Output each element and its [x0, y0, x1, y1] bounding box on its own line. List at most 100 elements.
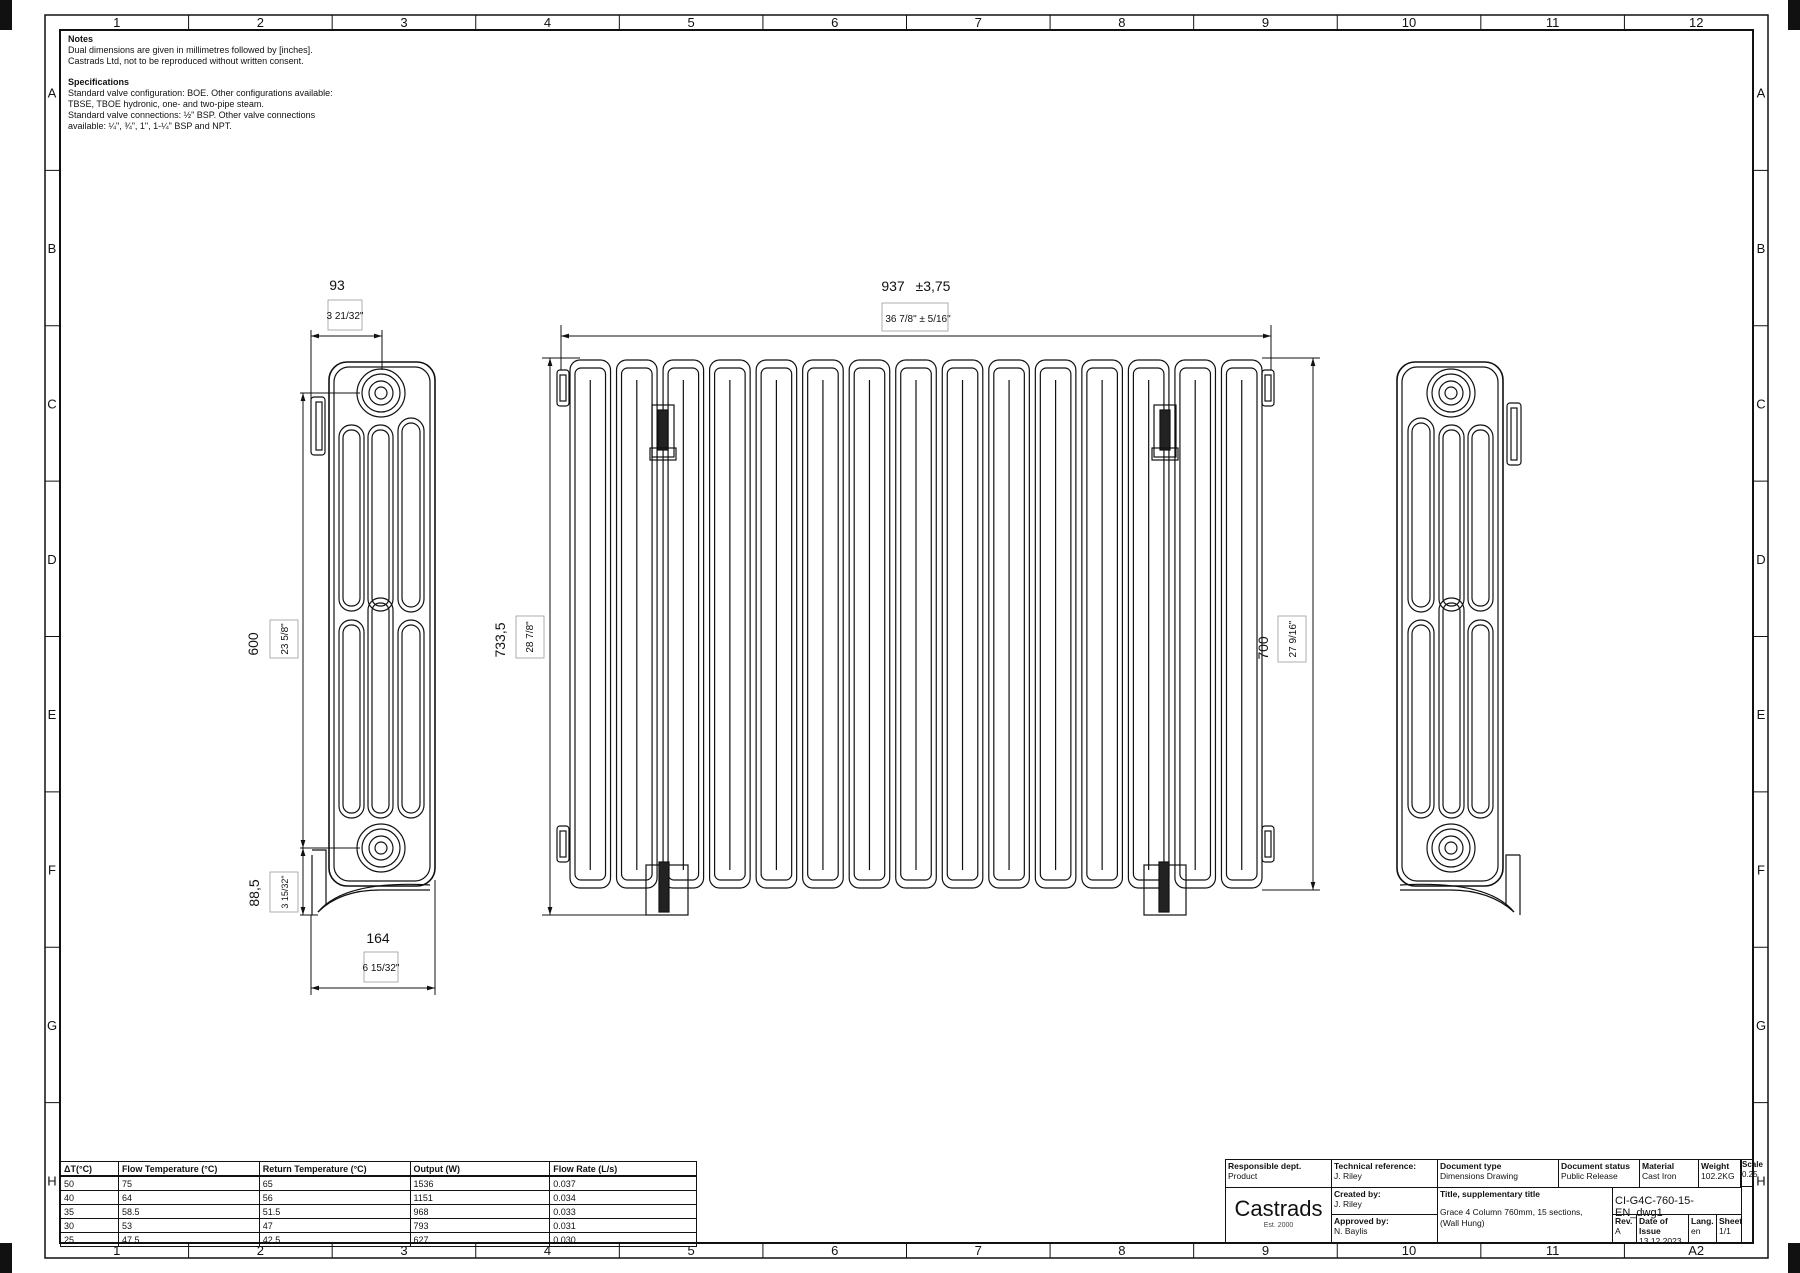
table-cell: 0.030 [549, 1232, 697, 1247]
radiator-section [895, 359, 937, 889]
dim-box [327, 299, 363, 331]
radiator-section [1174, 359, 1217, 889]
rev-value: A [1615, 1226, 1621, 1236]
table-cell: 1536 [409, 1175, 551, 1191]
zone-row-label: E [1757, 707, 1766, 722]
zone-row-label: B [1757, 241, 1766, 256]
zone-ticks [45, 15, 1768, 1258]
radiator-section-inner [853, 367, 886, 881]
corner-mark [0, 1243, 12, 1273]
table-cell: 56 [258, 1190, 411, 1205]
radiator-section-inner [900, 367, 932, 881]
scale-cell [1740, 1159, 1753, 1187]
document-status-label: Document status [1561, 1161, 1630, 1171]
radiator-section-inner [620, 367, 653, 881]
radiator-section-inner [1086, 367, 1119, 881]
dim-side-height-mm: 600 [245, 632, 261, 656]
zone-col-label: 10 [1402, 1243, 1416, 1258]
specifications-heading: Specifications [68, 77, 130, 87]
zone-row-label: A [1757, 86, 1766, 101]
date-cell: Date of Issue 13.12.2023 [1637, 1215, 1689, 1246]
radiator-section [848, 359, 891, 889]
dim-side-depth-in: 6 15/32" [363, 963, 400, 974]
zone-col-label: 5 [688, 1243, 695, 1258]
document-type-label: Document type [1440, 1161, 1502, 1171]
table-cell: 51.5 [258, 1204, 411, 1219]
table-row: 35 58.5 51.5 968 0.033 [60, 1204, 697, 1219]
material-label: Material [1642, 1161, 1675, 1171]
zone-row-label: H [47, 1173, 56, 1188]
radiator-section [569, 359, 612, 889]
sheet-cell: Sheet 1/1 [1717, 1215, 1743, 1243]
table-row: 30 53 47 793 0.031 [60, 1218, 697, 1233]
zone-col-label: 7 [975, 1243, 982, 1258]
responsible-dept-label: Responsible dept. [1228, 1161, 1302, 1171]
weight-cell: Weight 102.2KG [1699, 1160, 1741, 1188]
zone-row-label: A [48, 86, 57, 101]
front-view [556, 359, 1275, 916]
table-cell: 35 [60, 1204, 119, 1219]
zone-col-label: 11 [1546, 1243, 1560, 1258]
table-cell: 50 [60, 1175, 119, 1191]
title-line-2: (Wall Hung) [1440, 1218, 1485, 1228]
logo-name: Castrads [1234, 1196, 1323, 1221]
table-row: 40 64 56 1151 0.034 [60, 1190, 697, 1205]
table-row: 50 75 65 1536 0.037 [60, 1175, 697, 1191]
radiator-section [988, 359, 1030, 889]
zone-col-label: 11 [1546, 15, 1560, 30]
table-header: Flow Rate (L/s) [549, 1161, 697, 1177]
zone-col-label: 5 [688, 15, 695, 30]
title-block: Responsible dept. Product Castrads Est. … [1225, 1159, 1743, 1246]
notes-heading: Notes [68, 34, 94, 44]
dim-box [881, 302, 949, 332]
zone-col-label: 12 [1689, 15, 1703, 30]
dimension-texts: 93 3 21/32" 600 23 5/8" 88,5 3 15/32" 16… [245, 277, 1307, 983]
castrads-logo: Castrads Est. 2000 [1226, 1188, 1332, 1243]
table-cell: 47 [258, 1218, 411, 1233]
zone-col-label: 1 [113, 1243, 120, 1258]
radiator-section [1034, 359, 1077, 889]
table-header-row: ΔT(°C) Flow Temperature (°C) Return Temp… [60, 1161, 697, 1177]
technical-reference-value: J. Riley [1334, 1171, 1362, 1181]
sheet-label: Sheet [1719, 1216, 1743, 1226]
weight-label: Weight [1701, 1161, 1730, 1171]
radiator-section [1081, 359, 1124, 889]
dim-front-section-height-in: 27 9/16" [1288, 620, 1299, 657]
dim-box [269, 871, 299, 913]
date-value: 13.12.2023 [1639, 1236, 1682, 1246]
zone-col-label: 4 [544, 15, 551, 30]
radiator-section [615, 359, 658, 889]
zone-col-label: 6 [831, 15, 838, 30]
dim-front-length-tol-mm: ±3,75 [916, 278, 951, 294]
table-cell: 1151 [409, 1190, 551, 1205]
zone-row-label: B [48, 241, 57, 256]
zone-col-label: 2 [257, 15, 264, 30]
zone-row-label: C [1756, 396, 1765, 411]
zone-col-label: 7 [975, 15, 982, 30]
table-cell: 968 [409, 1204, 551, 1219]
zone-col-label: 1 [113, 15, 120, 30]
table-cell: 64 [117, 1190, 260, 1205]
approved-by-value: N. Baylis [1334, 1226, 1368, 1236]
radiator-section-inner [1132, 367, 1165, 881]
table-cell: 627 [409, 1232, 551, 1247]
table-cell: 42.5 [258, 1232, 411, 1247]
weight-value: 102.2KG [1701, 1171, 1735, 1181]
dim-front-height-mm: 733,5 [492, 622, 508, 657]
zone-row-label: F [1757, 863, 1765, 878]
notes-block: Notes Dual dimensions are given in milli… [68, 34, 428, 132]
scale-label: Scale [1742, 1160, 1763, 1169]
dim-side-bottom-in: 3 15/32" [280, 875, 290, 908]
radiator-section-inner [807, 367, 839, 881]
dim-side-width-mm: 93 [329, 277, 345, 293]
zone-col-label: 9 [1262, 1243, 1269, 1258]
table-header: Flow Temperature (°C) [117, 1161, 260, 1177]
radiator-section [662, 359, 705, 889]
table-cell: 47.5 [117, 1232, 260, 1247]
zone-row-label: G [1756, 1018, 1766, 1033]
responsible-dept-cell: Responsible dept. Product [1226, 1160, 1332, 1188]
radiator-section-inner [946, 367, 979, 881]
dim-side-width-in: 3 21/32" [327, 311, 364, 322]
dim-front-section-height-mm: 700 [1255, 636, 1271, 660]
scale-block: Scale 0.25 [1742, 1160, 1763, 1180]
